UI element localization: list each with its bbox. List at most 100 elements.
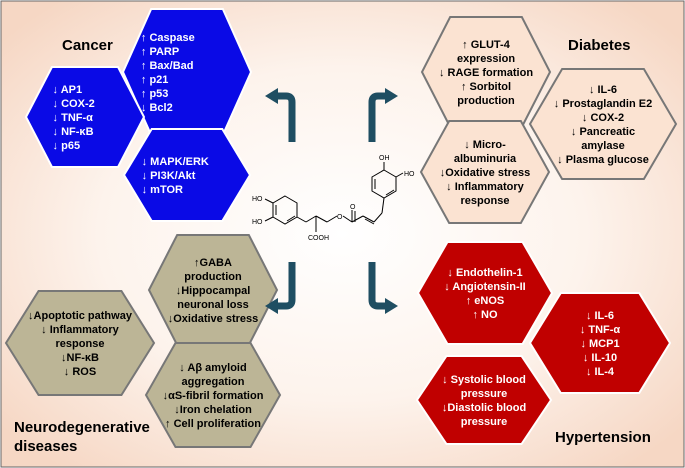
hypertension-hexagon-line: ↓Diastolic blood: [442, 402, 526, 414]
neuro-hexagon-line: ↓ Aβ amyloid: [179, 362, 246, 374]
molecule-bond: [326, 215, 338, 223]
neuro-hexagon-line: response: [56, 338, 105, 350]
cancer-hexagon-0: ↓ AP1↓ COX-2↓ TNF-α↓ NF-κB↓ p65: [24, 66, 146, 168]
neuro-hexagon-line: ↓ Inflammatory: [41, 324, 120, 336]
diabetes-hexagon-2: ↓ Micro-albuminuria↓Oxidative stress↓ In…: [419, 120, 551, 224]
neuro-hexagon-line: ↓Apoptotic pathway: [28, 310, 133, 322]
neuro-hexagon-line: ↑GABA: [194, 257, 232, 269]
diabetes-hexagon-1: ↓ IL-6 ↓ Prostaglandin E2 ↓ COX-2 ↓ Pancrea…: [528, 68, 678, 180]
hypertension-hexagon-shape: [415, 355, 553, 445]
molecule-bond: [385, 189, 395, 196]
neuro-hexagon-line: ↓Iron chelation: [174, 404, 252, 416]
cancer-hexagon-1: ↑ Caspase↑ PARP↑ Bax/Bad↑ p21↑ p53↓ Bcl2: [121, 8, 253, 136]
diabetes-hexagon-shape: [528, 68, 678, 180]
molecule-bond: [264, 216, 274, 222]
cancer-hexagon-line: ↓ PI3K/Akt: [142, 170, 196, 182]
neuro-hexagon-0: ↑GABA production ↓Hippocampal neuronal loss…: [147, 234, 279, 346]
molecule-bond: [264, 198, 274, 204]
neuro-hexagon-line: ↓NF-κB: [61, 352, 99, 364]
cancer-hexagon-line: ↑ Bax/Bad: [141, 60, 194, 72]
neuro-hexagon-line: aggregation: [182, 376, 245, 388]
cancer-title: Cancer: [62, 37, 113, 54]
hypertension-hexagon-shape: [528, 292, 672, 394]
cancer-hexagon-shape: [122, 128, 252, 222]
diabetes-hexagon-line: ↑ Sorbitol: [461, 81, 511, 93]
cancer-hexagon-line: ↓ NF-κB: [53, 126, 94, 138]
molecule-label: O: [337, 214, 343, 221]
diabetes-hexagon-line: ↓ Plasma glucose: [557, 154, 649, 166]
neuro-hexagon-1: ↓Apoptotic pathway ↓ Inflammatory response…: [4, 290, 156, 396]
diabetes-hexagon-line: ↓ Prostaglandin E2: [554, 98, 652, 110]
cancer-hexagon-line: ↓ p65: [53, 140, 81, 152]
arrow-to-neuro-icon: [275, 262, 296, 310]
molecule-bond: [351, 215, 364, 223]
hypertension-hexagon-line: ↑ NO: [472, 309, 498, 321]
molecule-label: HO: [404, 171, 415, 178]
neuro-hexagon-line: ↓Oxidative stress: [168, 313, 259, 325]
hypertension-hexagon-line: ↓ Angiotensin-II: [444, 281, 525, 293]
hypertension-hexagon-line: ↓ IL-10: [583, 352, 617, 364]
cancer-hexagon-line: ↑ Caspase: [141, 32, 195, 44]
neuro-hexagon-line: production: [184, 271, 242, 283]
arrow-to-cancer-icon: [275, 92, 296, 142]
neuro-title-line-2: diseases: [14, 438, 77, 455]
neuro-hexagon-line: ↓Hippocampal: [176, 285, 251, 297]
diabetes-hexagon-line: ↓ RAGE formation: [439, 67, 533, 79]
arrow-head-neuro-icon: [265, 298, 278, 314]
molecule-bond: [364, 218, 375, 225]
cancer-hexagon-shape: [24, 66, 146, 168]
arrow-head-diabetes-icon: [385, 88, 398, 104]
molecule-label: OH: [379, 155, 390, 162]
neuro-hexagon-shape: [144, 342, 282, 448]
cancer-hexagon-line: ↑ p21: [141, 74, 169, 86]
neuro-hexagon-2: ↓ Aβ amyloid aggregation ↓αS-fibril format…: [144, 342, 282, 448]
arrow-head-hypertension-icon: [385, 298, 398, 314]
molecule-bond: [342, 215, 353, 223]
arrow-head-cancer-icon: [265, 88, 278, 104]
hypertension-hexagon-1: ↓ IL-6↓ TNF-α↓ MCP1↓ IL-10↓ IL-4: [528, 292, 672, 394]
hypertension-hexagon-line: ↓ IL-6: [586, 310, 614, 322]
diabetes-hexagon-line: ↓Oxidative stress: [440, 167, 531, 179]
molecule-bond: [296, 216, 307, 223]
molecule-bond: [373, 212, 383, 223]
neuro-hexagon-line: neuronal loss: [177, 299, 249, 311]
diabetes-hexagon-line: ↓ IL-6: [589, 84, 617, 96]
arrow-to-diabetes-icon: [368, 92, 388, 142]
molecule-label: O: [350, 204, 356, 211]
hexagon-group: ↑ Caspase↑ PARP↑ Bax/Bad↑ p21↑ p53↓ Bcl2…: [4, 8, 678, 448]
diabetes-hexagon-line: ↓ Pancreatic: [571, 126, 635, 138]
cancer-hexagon-line: ↑ PARP: [141, 46, 179, 58]
diabetes-hexagon-line: ↓ COX-2: [582, 112, 624, 124]
diabetes-title: Diabetes: [568, 37, 631, 54]
molecule-bond: [315, 215, 328, 223]
molecule-bond: [362, 215, 375, 223]
neuro-hexagon-line: ↓ ROS: [64, 366, 96, 378]
diabetes-hexagon-line: ↓ Micro-: [464, 139, 506, 151]
molecule-structure: [264, 162, 404, 232]
cancer-hexagon-line: ↓ mTOR: [142, 184, 183, 196]
molecule-label: COOH: [308, 235, 329, 242]
hypertension-hexagon-line: ↓ Endothelin-1: [447, 267, 522, 279]
cancer-hexagon-line: ↓ MAPK/ERK: [142, 156, 209, 168]
cancer-hexagon-line: ↓ Bcl2: [141, 102, 173, 114]
cancer-hexagon-line: ↓ COX-2: [53, 98, 95, 110]
hypertension-hexagon-shape: [416, 241, 554, 345]
arrow-group: [265, 88, 398, 314]
diabetes-hexagon-shape: [419, 120, 551, 224]
molecule-labels: HO HO OH HO O O COOH: [252, 155, 415, 242]
molecule-label: HO: [252, 196, 263, 203]
molecule-label: HO: [252, 219, 263, 226]
neuro-hexagon-line: ↓αS-fibril formation: [163, 390, 264, 402]
hypertension-hexagon-line: pressure: [461, 388, 507, 400]
hypertension-hexagon-2: ↓ Systolic blood pressure ↓Diastolic blood…: [415, 355, 553, 445]
arrow-to-hypertension-icon: [368, 262, 388, 310]
hypertension-hexagon-line: ↓ Systolic blood: [442, 374, 526, 386]
hypertension-title: Hypertension: [555, 429, 651, 446]
hypertension-hexagon-line: ↑ eNOS: [466, 295, 505, 307]
hypertension-hexagon-line: pressure: [461, 416, 507, 428]
diabetes-hexagon-line: production: [457, 95, 515, 107]
diabetes-hexagon-line: amylase: [581, 140, 624, 152]
hypertension-hexagon-line: ↓ IL-4: [586, 366, 615, 378]
